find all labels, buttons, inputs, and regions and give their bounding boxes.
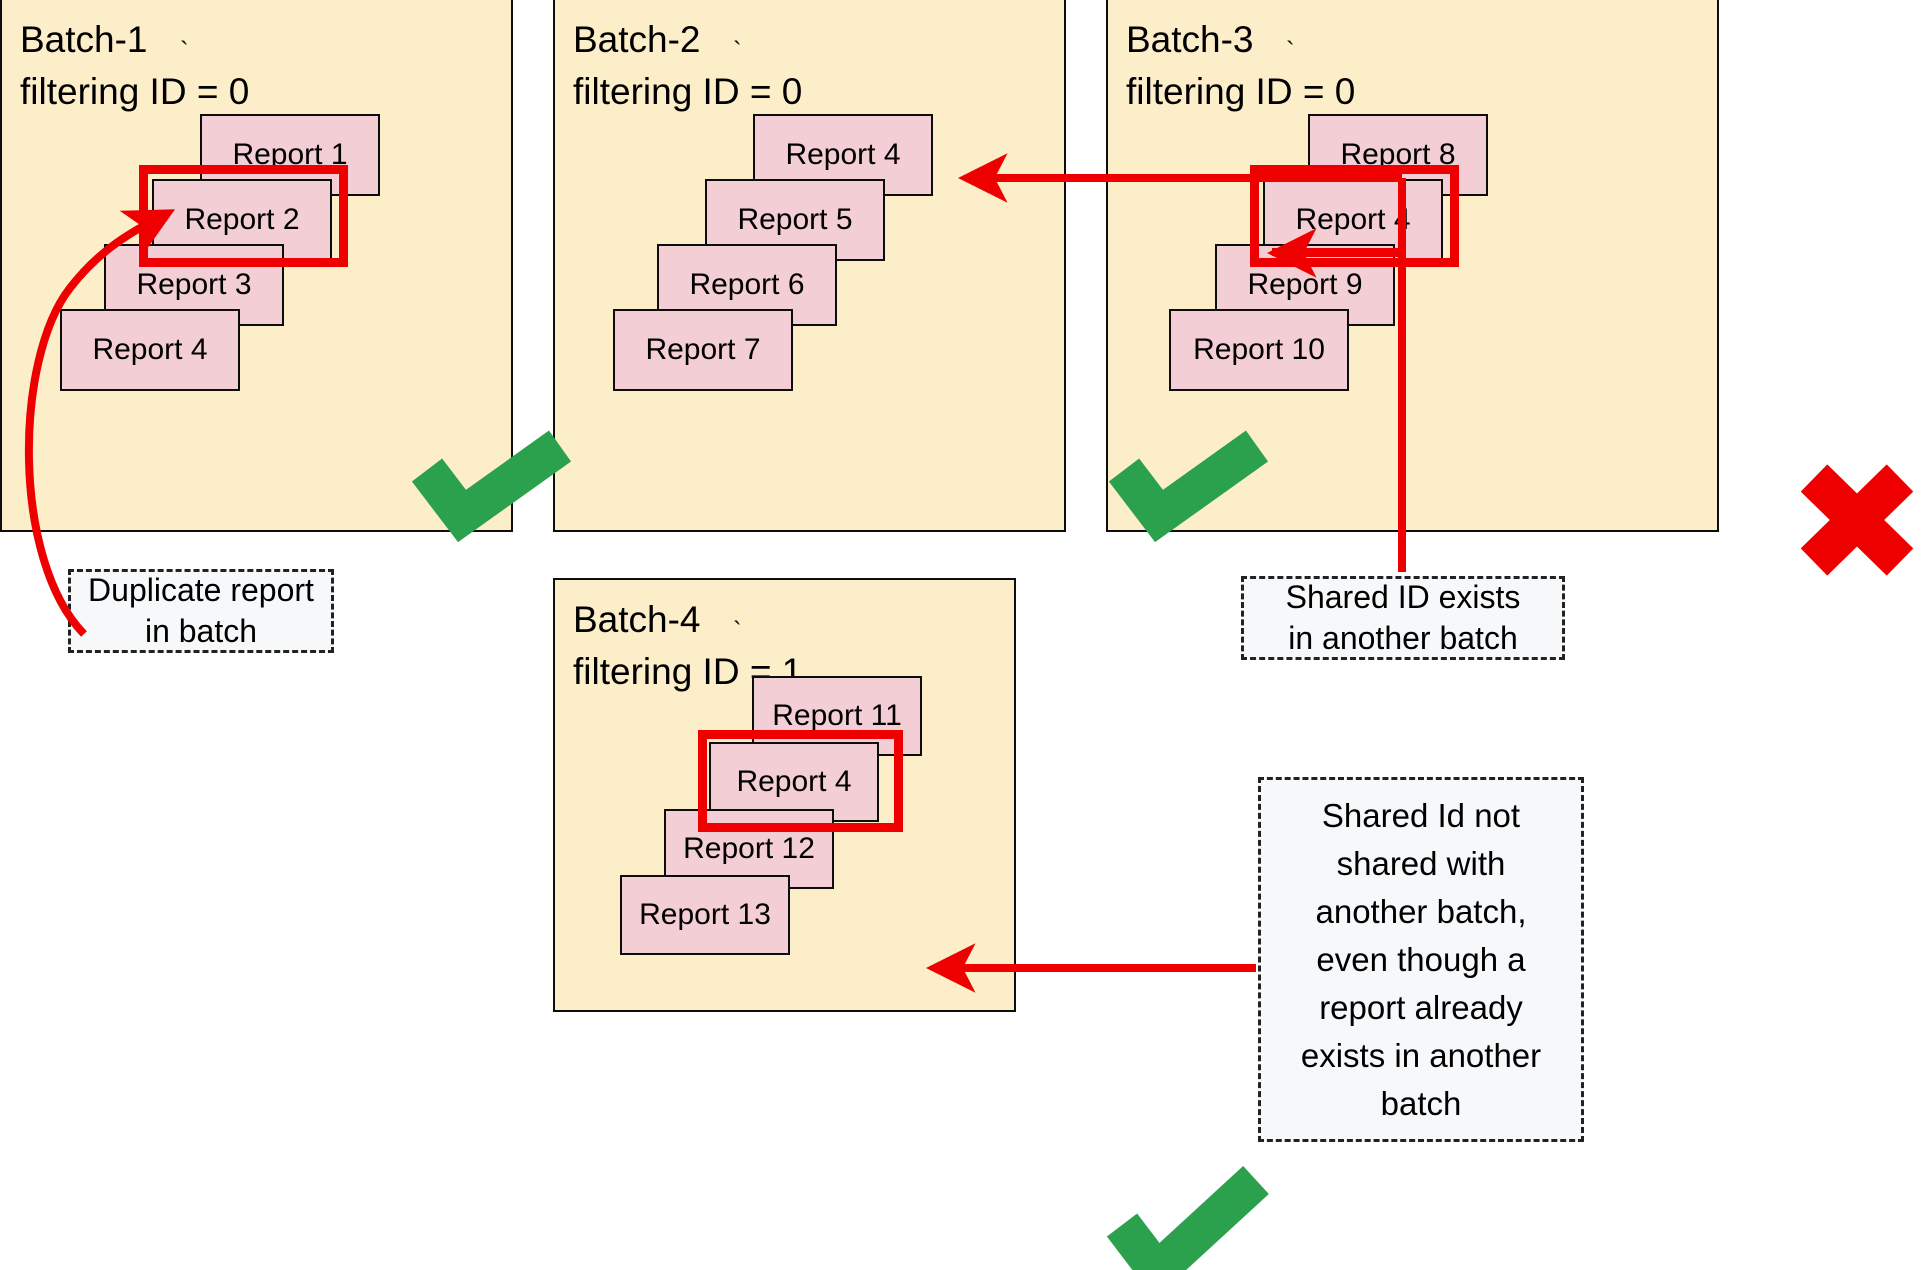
highlight-rect-batch3-report4 [1250, 165, 1459, 267]
check-icon-batch-4 [1106, 1166, 1269, 1270]
highlight-rect-batch4-report4 [698, 730, 903, 832]
report-label: Report 10 [1193, 333, 1325, 366]
report-label: Report 5 [737, 203, 853, 236]
report-label: Report 4 [785, 138, 901, 171]
callout-shared-id-not-shared-with-another-batch: Shared Id not shared with another batch,… [1258, 777, 1584, 1142]
report-label: Report 6 [689, 268, 805, 301]
report-label: Report 12 [683, 832, 815, 865]
report-card-batch1-report4[interactable]: Report 4 [60, 309, 240, 391]
report-label: Report 9 [1247, 268, 1363, 301]
batch-tick-decoration-4: ` [733, 616, 742, 646]
batch-tick-decoration-2: ` [733, 36, 742, 66]
callout-text: Shared Id not shared with another batch,… [1300, 796, 1542, 1122]
callout-shared-id-exists-in-another-batch: Shared ID exists in another batch [1241, 576, 1565, 660]
callout-duplicate-report-in-batch: Duplicate report in batch [68, 569, 334, 653]
callout-text: Shared ID exists in another batch [1285, 579, 1521, 656]
report-label: Report 4 [92, 333, 208, 366]
report-label: Report 7 [645, 333, 761, 366]
report-card-batch2-report7[interactable]: Report 7 [613, 309, 793, 391]
batch-title-1: Batch-1 filtering ID = 0 [20, 19, 250, 112]
batch-tick-decoration-3: ` [1286, 36, 1295, 66]
batch-title-3: Batch-3 filtering ID = 0 [1126, 19, 1356, 112]
highlight-rect-batch1-report2 [139, 165, 348, 267]
batch-title-2: Batch-2 filtering ID = 0 [573, 19, 803, 112]
report-card-batch3-report10[interactable]: Report 10 [1169, 309, 1349, 391]
cross-icon-batch-3 [1800, 464, 1914, 576]
report-label: Report 3 [136, 268, 252, 301]
report-label: Report 11 [772, 699, 902, 732]
report-card-batch4-report13[interactable]: Report 13 [620, 875, 790, 955]
batch-tick-decoration-1: ` [180, 36, 189, 66]
report-label: Report 13 [639, 898, 771, 931]
callout-text: Duplicate report in batch [88, 572, 314, 649]
